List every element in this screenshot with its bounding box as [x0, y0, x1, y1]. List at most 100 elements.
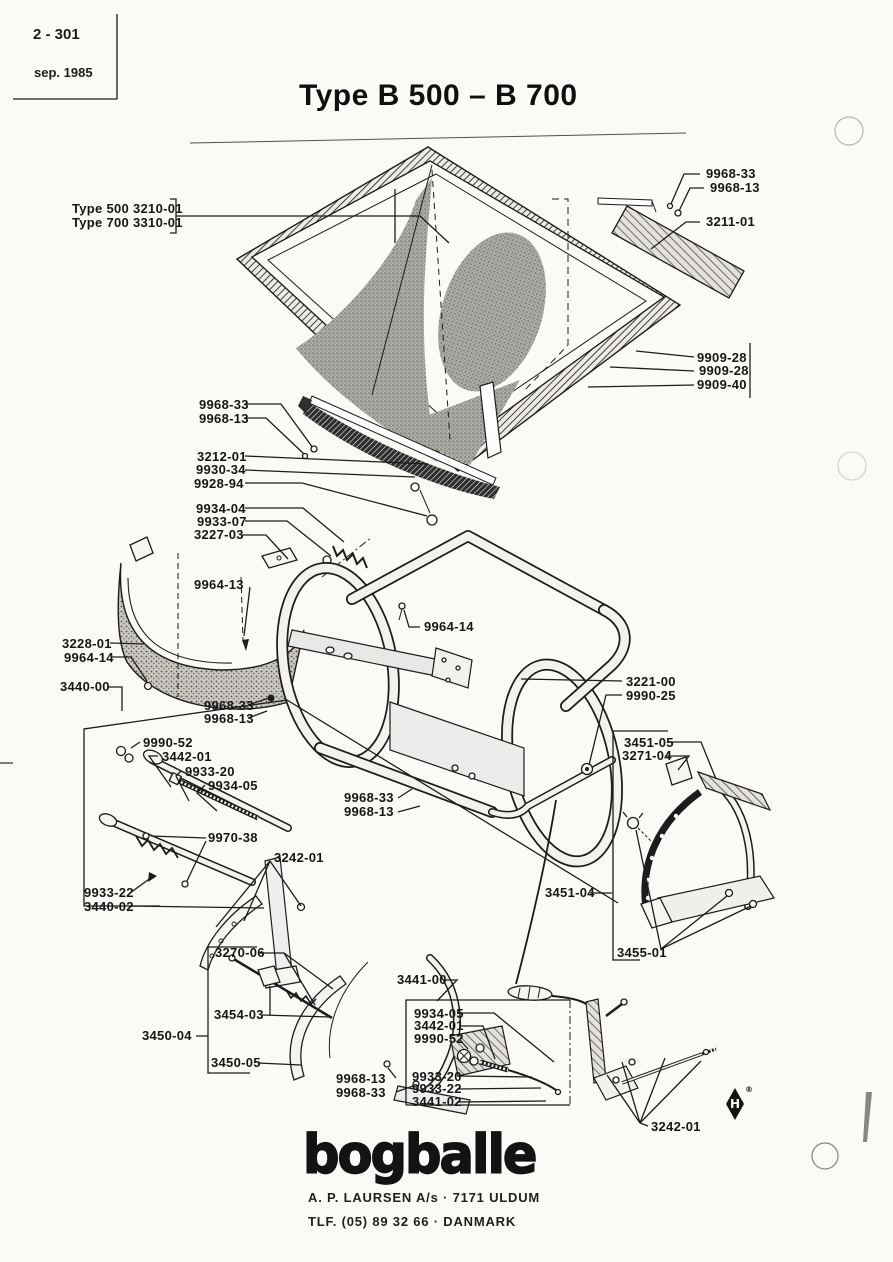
screw — [724, 888, 734, 898]
part-label: 3271-04 — [622, 748, 672, 763]
brand-logo: bogballe — [302, 1124, 538, 1187]
part-label: 3451-05 — [624, 735, 674, 750]
part-label: 3454-03 — [214, 1007, 264, 1022]
part-label: 3441-02 — [412, 1094, 462, 1109]
page-frame-lines — [0, 14, 118, 764]
diamond-letter: H — [729, 1097, 741, 1111]
registered-mark: ® — [745, 1085, 753, 1094]
group-bracket — [612, 730, 668, 961]
part-label: 3450-04 — [142, 1028, 192, 1043]
part-label: 9964-14 — [424, 619, 474, 634]
part-label: 9934-04 — [196, 501, 246, 516]
spring — [135, 835, 179, 859]
main-frame — [267, 530, 631, 985]
part-label: 9909-28 — [699, 363, 749, 378]
right-bracket-group — [612, 730, 775, 961]
part-label: 9934-05 — [414, 1006, 464, 1021]
part-label: 3450-05 — [211, 1055, 261, 1070]
part-label: 3242-01 — [651, 1119, 701, 1134]
washer — [469, 1056, 479, 1066]
part-label: 9933-20 — [185, 764, 235, 779]
part-label: 9990-25 — [626, 688, 676, 703]
lever-group — [83, 699, 619, 989]
part-label: 9933-20 — [412, 1069, 462, 1084]
part-label: 9934-05 — [208, 778, 258, 793]
wing-bolt — [626, 816, 640, 830]
punch-holes — [811, 116, 872, 1170]
threaded-rod — [479, 1060, 509, 1072]
part-label: 9968-13 — [199, 411, 249, 426]
spring — [285, 989, 317, 1006]
part-label: Type 700 3310-01 — [72, 215, 183, 230]
screw — [666, 202, 674, 210]
washer — [124, 753, 134, 763]
deflector-plate — [597, 197, 745, 299]
part-label: 3270-06 — [215, 945, 265, 960]
group-outline — [83, 699, 619, 907]
page-date: sep. 1985 — [34, 65, 93, 80]
quadrant — [289, 975, 347, 1081]
part-label: 9930-34 — [196, 462, 246, 477]
channel — [696, 770, 772, 812]
part-label: 9968-33 — [344, 790, 394, 805]
link-rod — [621, 1053, 703, 1084]
part-label: 9933-22 — [84, 885, 134, 900]
page-title: Type B 500 – B 700 — [299, 79, 578, 112]
hopper-assembly — [189, 132, 687, 472]
nut — [674, 209, 682, 217]
cable-assembly — [405, 985, 717, 1106]
part-label: 9968-13 — [344, 804, 394, 819]
bolt — [296, 902, 306, 912]
part-label: 9990-52 — [414, 1031, 464, 1046]
part-label: 3442-01 — [414, 1018, 464, 1033]
part-label: 9968-13 — [336, 1071, 386, 1086]
part-label: 9928-94 — [194, 476, 244, 491]
part-label: 9909-28 — [697, 350, 747, 365]
brand-phone: TLF. (05) 89 32 66 · DANMARK — [308, 1214, 517, 1229]
part-label: 9968-13 — [204, 711, 254, 726]
foot — [640, 897, 673, 929]
group-bracket — [207, 946, 257, 1074]
part-label: 9909-40 — [697, 377, 747, 392]
pin — [142, 832, 150, 840]
agitator-blade — [298, 189, 500, 526]
spring — [332, 545, 368, 569]
lower-frame-group — [207, 946, 511, 1115]
part-label: 3440-00 — [60, 679, 110, 694]
washer — [115, 745, 127, 757]
screw — [426, 514, 438, 526]
part-label: 3242-01 — [274, 850, 324, 865]
mounting-strap — [129, 536, 154, 562]
pivot-bolt — [267, 694, 275, 702]
brand-address: A. P. LAURSEN A/s · 7171 ULDUM — [308, 1190, 541, 1205]
part-label: 3227-03 — [194, 527, 244, 542]
part-label: 3441-00 — [397, 972, 447, 987]
hopper-shading-right — [438, 232, 546, 392]
part-label: 9933-07 — [197, 514, 247, 529]
diamond-shape-icon — [726, 1088, 744, 1120]
adjuster-rod — [231, 956, 333, 1020]
part-label: 3442-01 — [162, 749, 212, 764]
mount-plate — [431, 647, 473, 689]
part-label: 9990-52 — [143, 735, 193, 750]
arrowhead — [148, 872, 157, 882]
bumper-guard — [117, 536, 305, 710]
spring-and-clamp — [261, 536, 373, 578]
part-label: 9968-33 — [706, 166, 756, 181]
slotted-strip — [641, 789, 703, 909]
part-label: 3440-02 — [84, 899, 134, 914]
page-ref: 2 - 301 — [33, 26, 80, 43]
angle-bracket — [665, 756, 693, 786]
handle-grip — [507, 985, 553, 1001]
control-cable — [515, 799, 557, 985]
scan-smudge — [863, 1092, 872, 1142]
bolt — [143, 681, 153, 691]
part-label: 9964-13 — [194, 577, 244, 592]
brand-diamond: H ® — [722, 1086, 756, 1122]
part-label: 3455-01 — [617, 945, 667, 960]
part-label: 3228-01 — [62, 636, 112, 651]
screw — [748, 899, 758, 909]
part-label: 9970-38 — [208, 830, 258, 845]
arrowhead — [242, 639, 249, 651]
